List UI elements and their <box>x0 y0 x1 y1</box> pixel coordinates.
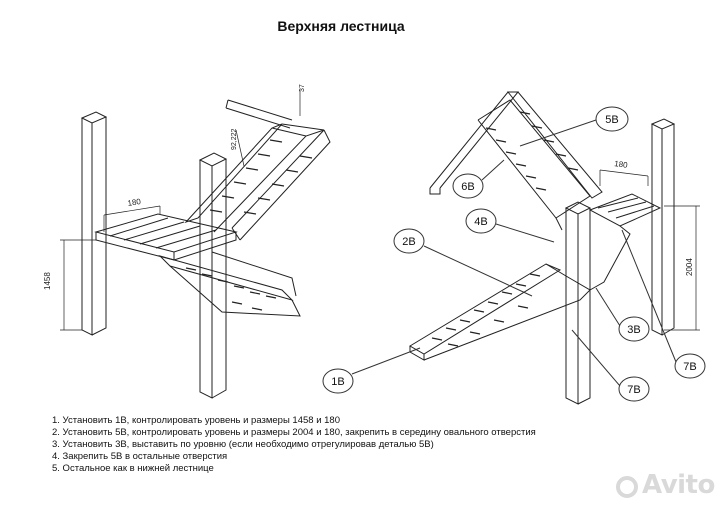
callout-4b-label: 4B <box>474 216 487 228</box>
step-2: 2. Установить 5В, контролировать уровень… <box>52 427 536 438</box>
callout-7b-lower-bubble <box>618 376 650 402</box>
callout-7b-upper-label: 7B <box>683 361 696 373</box>
left-front-post <box>198 152 228 399</box>
callout-6b-bubble <box>452 173 484 199</box>
left-dimensions <box>60 90 301 331</box>
callout-3b-bubble <box>618 316 650 342</box>
step-5: 5. Остальное как в нижней лестнице <box>52 463 214 474</box>
left-landing <box>94 213 238 261</box>
dim-2004: 2004 <box>685 258 694 276</box>
dim-92222: 92,222 <box>231 128 238 150</box>
right-assembly: 180 2004 <box>409 91 700 405</box>
left-back-post <box>80 111 108 336</box>
right-landing <box>588 193 662 291</box>
drawing-title: Верхняя лестница <box>277 18 405 34</box>
callout-7b-upper-bubble <box>674 353 706 379</box>
callout-6b-label: 6B <box>461 181 474 193</box>
callout-2b-label: 2B <box>402 236 415 248</box>
dim-37: 37 <box>299 84 306 92</box>
step-1: 1. Установить 1В, контролировать уровень… <box>52 415 341 426</box>
right-upper-flight <box>429 91 603 231</box>
left-upper-flight <box>184 99 331 241</box>
right-lower-flight <box>409 263 591 361</box>
step-3: 3. Установить 3В, выставить по уровню (е… <box>52 439 434 450</box>
callout-7b-lower-label: 7B <box>627 384 640 396</box>
callout-3b-label: 3B <box>627 324 640 336</box>
dim-180-left: 180 <box>127 197 142 208</box>
assembly-steps: 1. Установить 1В, контролировать уровень… <box>52 415 536 475</box>
step-4: 4. Закрепить 5В в остальные отверстия <box>52 451 228 462</box>
callouts: 5B 6B 4B 2B 3B 7B 7B 1B <box>322 106 706 402</box>
left-lower-flight <box>158 251 301 317</box>
callout-1b-label: 1B <box>331 376 344 388</box>
callout-5b-label: 5B <box>605 114 618 126</box>
callout-2b-bubble <box>393 228 425 254</box>
dim-1458: 1458 <box>43 272 52 290</box>
callout-1b-bubble <box>322 368 354 394</box>
right-dimensions <box>599 169 700 331</box>
callout-5b-bubble <box>595 106 629 132</box>
assembly-drawing: 1458 180 92,222 37 <box>43 84 706 405</box>
right-back-post <box>650 118 676 336</box>
avito-watermark: Avito <box>642 470 715 500</box>
dim-180-right: 180 <box>614 159 629 170</box>
avito-logo-icon <box>616 476 638 498</box>
left-assembly: 1458 180 92,222 37 <box>43 84 331 399</box>
callout-4b-bubble <box>465 208 497 234</box>
right-front-post <box>564 201 592 405</box>
